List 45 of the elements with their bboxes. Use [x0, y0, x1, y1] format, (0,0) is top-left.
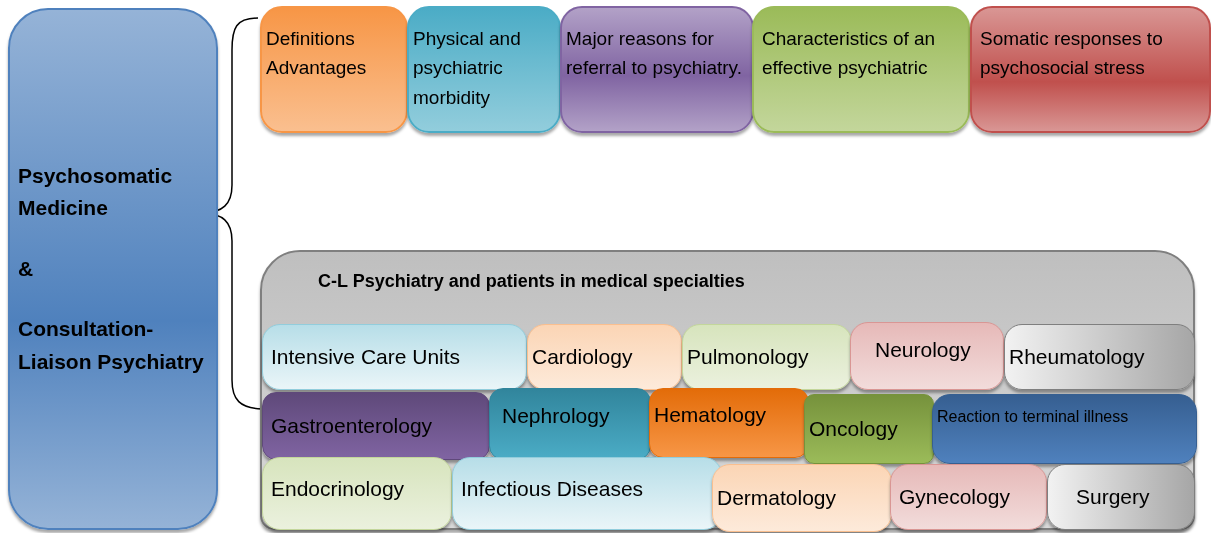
- topic-panel: [8, 8, 218, 530]
- topic-box: [262, 324, 527, 390]
- topic-label: Dermatology: [717, 484, 837, 511]
- topic-box: [932, 394, 1197, 464]
- topic-box: [752, 6, 970, 133]
- topic-label: Characteristics of an effective psychiatric: [762, 27, 937, 81]
- topic-label: Reaction to terminal illness: [937, 406, 1129, 427]
- topic-label: Surgery: [1076, 483, 1150, 510]
- topic-box: [850, 322, 1004, 390]
- topic-label: Oncology: [809, 415, 898, 442]
- topic-label: Infectious Diseases: [461, 476, 644, 503]
- topic-box: [1047, 464, 1195, 530]
- topic-box: [527, 324, 682, 390]
- topic-box: [1004, 324, 1195, 390]
- topic-label: Gastroenterology: [271, 412, 433, 439]
- topic-box: [712, 464, 892, 532]
- topic-label: Physical and psychiatric morbidity: [413, 27, 522, 110]
- topic-label: Neurology: [875, 336, 971, 363]
- topic-label: Hematology: [654, 401, 767, 428]
- topic-label: Pulmonology: [687, 343, 809, 370]
- topic-label: Psychosomatic Medicine: [18, 162, 174, 222]
- topic-box: [970, 6, 1211, 133]
- topic-label: Intensive Care Units: [271, 343, 461, 370]
- topic-box: [262, 392, 490, 460]
- topic-box: [890, 464, 1047, 530]
- topic-box: [649, 388, 809, 458]
- topic-box: [804, 394, 934, 464]
- topic-box: [682, 324, 852, 390]
- topic-label: Endocrinology: [271, 476, 405, 503]
- topic-label: Definitions Advantages: [266, 27, 368, 81]
- panel-heading: C-L Psychiatry and patients in medical specialties: [318, 270, 745, 293]
- topic-label: Somatic responses to psychosocial stress: [980, 27, 1164, 81]
- topic-box: [262, 457, 452, 530]
- topic-box: [489, 388, 651, 460]
- topic-box: [407, 6, 561, 133]
- topic-label: Consultation-Liaison Psychiatry: [18, 316, 205, 375]
- topic-label: Major reasons for referral to psychiatry.: [566, 27, 743, 81]
- topic-box: [560, 6, 754, 133]
- topic-label: Rheumatology: [1009, 343, 1145, 370]
- topic-label: &: [18, 255, 34, 282]
- specialties-panel: [260, 250, 1195, 530]
- topic-box: [260, 6, 408, 133]
- topic-label: Cardiology: [532, 343, 633, 370]
- topic-label: Nephrology: [502, 402, 610, 429]
- topic-label: Gynecology: [899, 483, 1010, 510]
